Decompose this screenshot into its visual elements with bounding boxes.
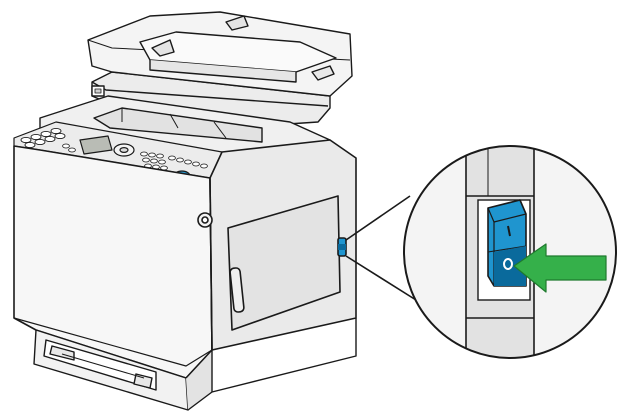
- printer-body: [13, 139, 357, 379]
- door-handle: [229, 267, 245, 313]
- numeric-keypad: [62, 143, 208, 171]
- side-access-door: [227, 195, 341, 331]
- paper-guide-left: [151, 39, 175, 57]
- paper-guide-right: [225, 15, 249, 31]
- zoom-circle-outline: [403, 145, 617, 359]
- switch-off-mark: [503, 258, 513, 270]
- press-arrow: [513, 243, 607, 293]
- switch-on-mark: [507, 225, 511, 237]
- power-switch-zoom-view: [404, 146, 616, 358]
- document-feeder: [87, 11, 353, 125]
- lcd-display: [79, 135, 113, 155]
- paper-tray: [33, 318, 357, 411]
- one-touch-keys: [20, 127, 66, 149]
- output-tray: [93, 107, 263, 143]
- callout-leaders: [345, 195, 417, 301]
- rocker-switch: [487, 199, 527, 287]
